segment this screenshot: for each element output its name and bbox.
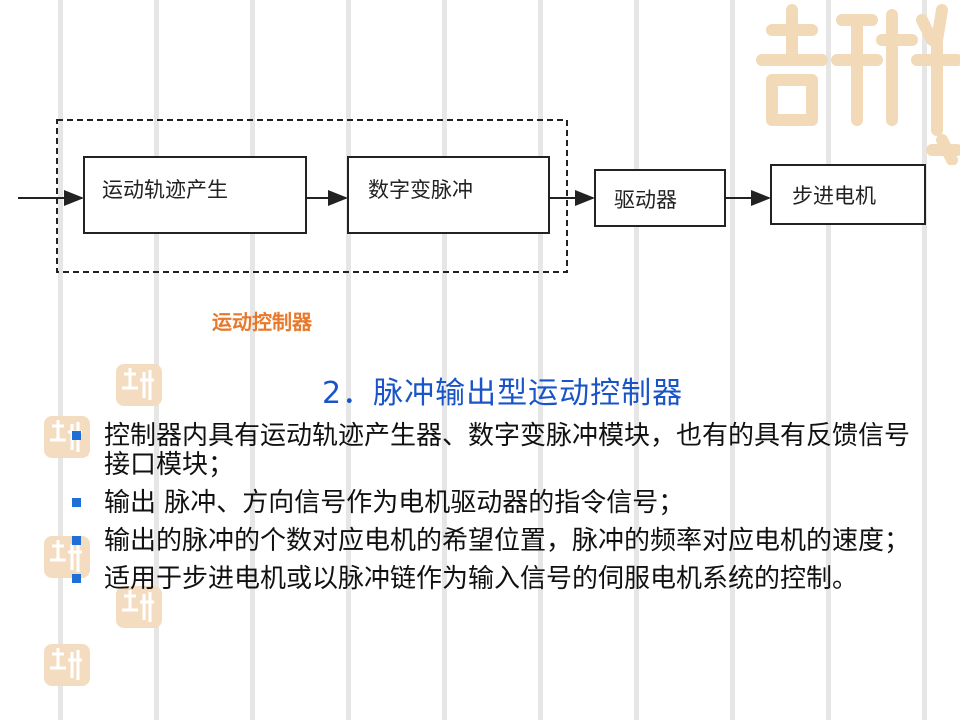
- seal-icon: [44, 536, 90, 578]
- seal-icon: [44, 644, 90, 686]
- list-item: 输出 脉冲、方向信号作为电机驱动器的指令信号；: [72, 489, 912, 518]
- bullet-text: 输出的脉冲的个数对应电机的希望位置，脉冲的频率对应电机的速度；: [104, 526, 911, 556]
- box-label-trajectory: 运动轨迹产生: [102, 178, 228, 202]
- controller-label: 运动控制器: [212, 310, 312, 334]
- list-item: 输出的脉冲的个数对应电机的希望位置，脉冲的频率对应电机的速度；: [72, 527, 912, 556]
- list-item: 控制器内具有运动轨迹产生器、数字变脉冲模块，也有的具有反馈信号接口模块；: [72, 422, 912, 480]
- bullet-square-icon: [72, 498, 81, 507]
- bullet-list: 控制器内具有运动轨迹产生器、数字变脉冲模块，也有的具有反馈信号接口模块； 输出 …: [72, 422, 912, 603]
- bullet-text: 控制器内具有运动轨迹产生器、数字变脉冲模块，也有的具有反馈信号接口模块；: [104, 421, 911, 480]
- box-digital-to-pulse: [347, 156, 550, 234]
- bullet-square-icon: [72, 574, 81, 583]
- box-label-driver: 驱动器: [614, 188, 677, 212]
- seal-icon: [116, 364, 162, 406]
- seal-icon: [116, 586, 162, 628]
- box-trajectory: [83, 156, 307, 234]
- box-driver: [594, 169, 726, 227]
- bullet-square-icon: [72, 431, 81, 440]
- bullet-square-icon: [72, 536, 81, 545]
- section-title: 2．脉冲输出型运动控制器: [322, 376, 684, 411]
- box-stepper-motor: [770, 164, 926, 225]
- list-item: 适用于步进电机或以脉冲链作为输入信号的伺服电机系统的控制。: [72, 565, 912, 594]
- controller-dashed-border: [56, 119, 568, 273]
- bullet-text: 适用于步进电机或以脉冲链作为输入信号的伺服电机系统的控制。: [104, 564, 859, 594]
- bullet-text: 输出 脉冲、方向信号作为电机驱动器的指令信号；: [104, 488, 685, 518]
- seal-icon: [756, 4, 960, 165]
- box-label-digital-to-pulse: 数字变脉冲: [368, 178, 473, 202]
- box-label-stepper-motor: 步进电机: [792, 184, 876, 208]
